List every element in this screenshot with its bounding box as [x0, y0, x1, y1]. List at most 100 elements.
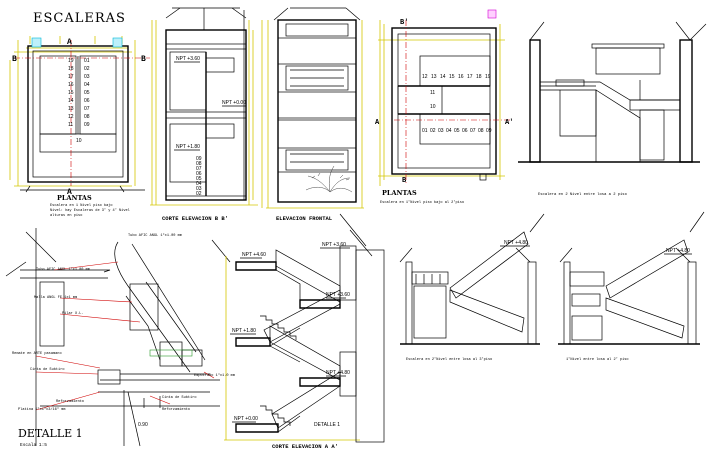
svg-text:NPT +4.60: NPT +4.60	[242, 252, 266, 258]
level-marker-3: NPT +1.80	[174, 144, 200, 151]
svg-text:19: 19	[68, 58, 74, 64]
plan-right-label: PLANTAS	[382, 189, 417, 197]
detail-callout-5: Remate en ARTE pasamano	[12, 352, 62, 356]
svg-text:02: 02	[196, 191, 202, 197]
level-marker-1: NPT +3.60	[174, 56, 200, 63]
svg-text:NPT +0.00: NPT +0.00	[234, 416, 258, 422]
plan-left-note-2: Nivel: hay Escaleras de 3° y 4° Nivel	[50, 208, 130, 213]
svg-text:13: 13	[68, 106, 74, 112]
aa-level-2: NPT +3.60	[320, 242, 350, 249]
detail-callout-4: Pilar X.L.	[62, 311, 84, 316]
detalle-scale: Escala 1:5	[20, 442, 47, 448]
aa-level-4: NPT +0.00	[232, 416, 258, 423]
aa-level-1: NPT +4.60	[240, 252, 266, 259]
svg-text:12: 12	[422, 74, 428, 80]
svg-text:NPT +1.80: NPT +1.80	[232, 328, 256, 334]
plan-left-label: PLANTAS	[57, 194, 92, 202]
detail-callout-11: Reforzamiento	[162, 407, 190, 412]
aa-level-3: NPT +1.80	[230, 328, 256, 335]
svg-text:19: 19	[485, 74, 491, 80]
section-mark-a-bottom: A	[67, 188, 72, 197]
plan-right-note: Escalera en 1°Nivel piso bajo al 2°piso	[380, 200, 464, 205]
svg-text:03: 03	[196, 186, 202, 192]
svg-text:NPT +4.80: NPT +4.80	[504, 240, 528, 246]
svg-text:03: 03	[84, 74, 90, 80]
svg-text:13: 13	[431, 74, 437, 80]
aa-level-6: NPT +4.80	[326, 370, 350, 377]
svg-text:05: 05	[454, 128, 460, 134]
svg-text:02: 02	[430, 128, 436, 134]
plan-right-step-11: 11	[430, 90, 435, 96]
section-mark-b: B	[402, 177, 407, 185]
corte-bb-label: CORTE ELEVACION B B'	[162, 215, 228, 222]
plant-icon	[305, 165, 353, 193]
svg-text:02: 02	[84, 66, 90, 72]
detail-callout-8: Cinta de Subtiro	[162, 395, 197, 400]
elev-right-top: Escalera en 2 Nivel entre losa a 2 piso	[518, 21, 707, 197]
svg-text:08: 08	[196, 161, 202, 167]
detail-callout-2: Tubo AFIC ANGL 1"x1.00 mm	[36, 267, 90, 272]
svg-text:NPT +0.00: NPT +0.00	[222, 100, 246, 106]
detail-callout-9: Platina 1"x1"x3/16" mm	[18, 407, 65, 412]
step-ten: 10	[76, 138, 82, 144]
svg-text:03: 03	[438, 128, 444, 134]
detail-callout-3: Malla ANGL FE 1x1 mm	[34, 295, 77, 300]
svg-text:08: 08	[84, 114, 90, 120]
svg-text:06: 06	[84, 98, 90, 104]
svg-text:04: 04	[196, 181, 202, 187]
corte-aa-label: CORTE ELEVACION A A'	[272, 443, 338, 450]
detalle-1: Tubo AFIC ANGL 1"x1.00 mm Tubo AFIC ANGL…	[5, 228, 235, 448]
section-mark-b-left: B	[12, 55, 17, 64]
svg-text:NPT +3.60: NPT +3.60	[176, 56, 200, 62]
svg-text:05: 05	[196, 176, 202, 182]
section-mark-a-left: A	[375, 119, 380, 127]
elev-small-1-level: NPT +4.80	[500, 240, 530, 247]
svg-text:15: 15	[449, 74, 455, 80]
elev-frontal-label: ELEVACION FRONTAL	[276, 215, 333, 222]
svg-text:NPT +3.60: NPT +3.60	[322, 242, 346, 248]
svg-text:01: 01	[422, 128, 428, 134]
svg-text:04: 04	[446, 128, 452, 134]
svg-text:14: 14	[68, 98, 74, 104]
svg-text:08: 08	[478, 128, 484, 134]
detalle-title: DETALLE 1	[18, 427, 83, 440]
elev-small-2: NPT +4.80 1°Nivel entre losa al 2° piso	[558, 211, 705, 362]
svg-text:17: 17	[68, 74, 74, 80]
plan-right-steps-top: 12 13 14 15 16 17 18 19	[422, 74, 491, 80]
svg-text:07: 07	[84, 106, 90, 112]
corte-bb: NPT +3.60 NPT +0.00 NPT +1.80 09 08 07 0…	[150, 7, 258, 222]
detail-callout-7: Empotrado 1"x1.0 mm	[194, 373, 235, 378]
svg-text:06: 06	[196, 171, 202, 177]
svg-text:04: 04	[84, 82, 90, 88]
svg-text:09: 09	[84, 122, 90, 128]
plan-right: B' B A A' 12 13 14 15 16 17 18 19 11 10 …	[375, 9, 513, 205]
plan-right-steps-bottom: 01 02 03 04 05 06 07 08 09	[422, 128, 492, 134]
plan-left: A A B B 19 18 17 16 15 14 13 12 11 01 02…	[9, 36, 150, 218]
detail-callout-10: Reforzamiento	[56, 399, 84, 404]
plan-left-note-1: Escalera en 1 Nivel piso bajo	[50, 203, 113, 208]
sheet-title: ESCALERAS	[33, 11, 126, 26]
elev-small-2-caption: 1°Nivel entre losa al 2° piso	[566, 357, 629, 362]
svg-text:12: 12	[68, 114, 74, 120]
svg-text:07: 07	[470, 128, 476, 134]
svg-text:07: 07	[196, 166, 202, 172]
corte-aa: NPT +4.60 NPT +3.60 NPT +1.80 NPT +0.00 …	[211, 213, 385, 450]
elevacion-frontal: ELEVACION FRONTAL	[261, 7, 364, 222]
elev-small-1-caption: Escalera en 2°Nivel entre losa al 3°piso	[406, 357, 492, 362]
svg-text:NPT +4.80: NPT +4.80	[326, 370, 350, 376]
section-mark-bprime: B'	[400, 19, 408, 27]
svg-text:18: 18	[68, 66, 74, 72]
svg-text:16: 16	[458, 74, 464, 80]
bb-step-numbers: 09 08 07 06 05 04 03 02	[196, 156, 202, 197]
detail-dim: 0.90	[138, 422, 148, 428]
svg-text:09: 09	[196, 156, 202, 162]
svg-text:18: 18	[476, 74, 482, 80]
svg-text:11: 11	[68, 122, 73, 128]
svg-text:NPT +4.80: NPT +4.80	[666, 248, 690, 254]
svg-text:15: 15	[68, 90, 74, 96]
svg-text:NPT +1.80: NPT +1.80	[176, 144, 200, 150]
svg-text:17: 17	[467, 74, 473, 80]
detail-callout-6: Cinta de Subtiro	[30, 367, 65, 372]
svg-text:16: 16	[68, 82, 74, 88]
